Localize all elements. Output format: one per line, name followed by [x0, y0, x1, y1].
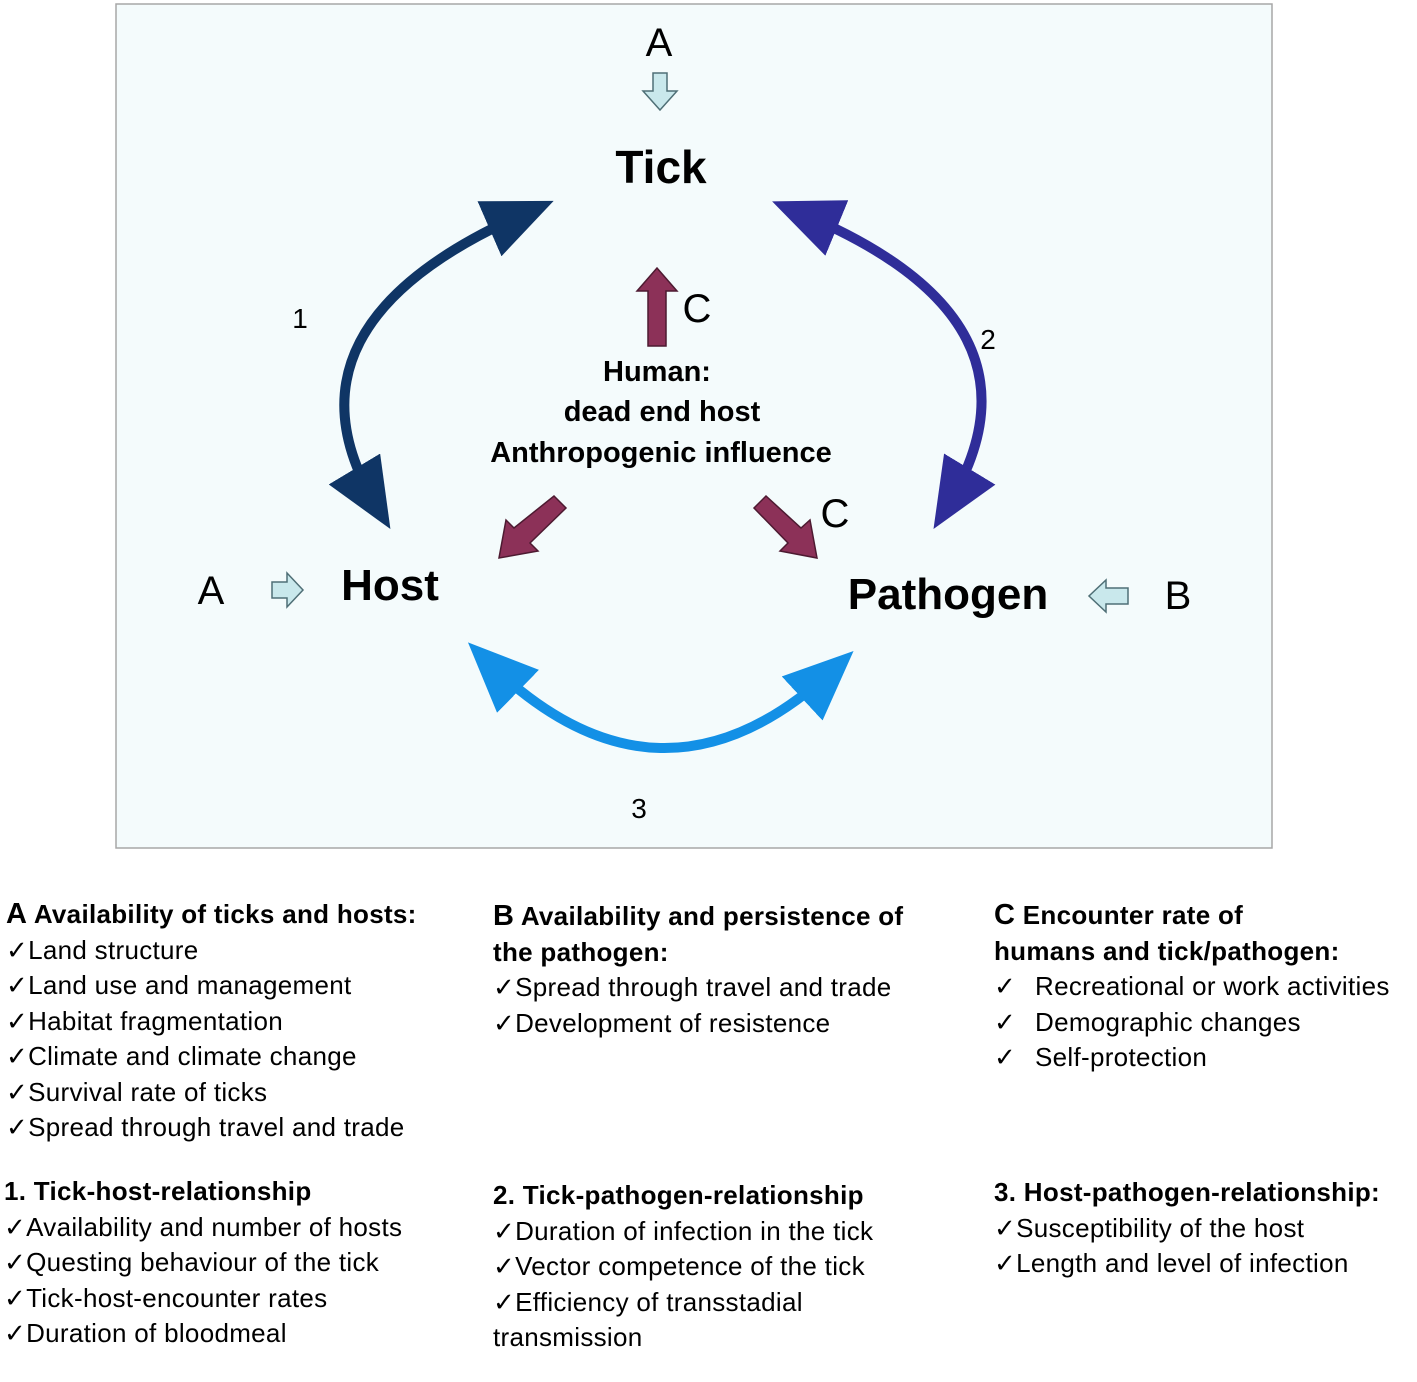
list-item: ✓Vector competence of the tick [493, 1249, 943, 1285]
host-factor-A-label: A [198, 569, 225, 613]
list-item: ✓Climate and climate change [6, 1039, 476, 1075]
check-icon: ✓ [493, 972, 516, 1002]
check-icon: ✓ [6, 1041, 29, 1071]
legend-C-title: C Encounter rate of humans and tick/path… [994, 898, 1404, 969]
check-icon: ✓ [994, 971, 1017, 1001]
legend-A-title: A Availability of ticks and hosts: [6, 897, 476, 933]
check-icon: ✓ [4, 1282, 27, 1313]
legend-B-list: ✓Spread through travel and trade ✓Develo… [493, 970, 968, 1041]
legend-relationship-3: 3. Host-pathogen-relationship: ✓Suscepti… [994, 1175, 1414, 1282]
list-item: ✓Efficiency of transstadial transmission [493, 1286, 803, 1353]
check-icon: ✓ [493, 1215, 516, 1246]
check-icon: ✓ [6, 934, 29, 965]
list-item: ✓Tick-host-encounter rates [4, 1281, 444, 1317]
human-to-tick-C-label: C [683, 287, 712, 331]
legend-relationship-1: 1. Tick-host-relationship ✓Availability … [4, 1174, 444, 1352]
check-icon: ✓ [994, 1212, 1017, 1243]
list-item: ✓Recreational or work activities [994, 969, 1404, 1005]
legend-relationship-2: 2. Tick-pathogen-relationship ✓Duration … [493, 1178, 943, 1356]
check-icon: ✓ [493, 1286, 516, 1317]
check-icon: ✓ [4, 1247, 27, 1277]
tick-host-arrow [328, 200, 554, 530]
host-node-label: Host [341, 561, 439, 610]
human-to-host-arrow [498, 494, 568, 559]
legend-B-title-line-2: the pathogen: [493, 936, 669, 967]
relationship-2-number: 2 [980, 324, 996, 355]
factor-arrow-right-icon [271, 571, 305, 609]
legend-C-list: ✓Recreational or work activities ✓Demogr… [994, 969, 1404, 1076]
legend-relationship-1-list: ✓Availability and number of hosts ✓Quest… [4, 1210, 444, 1352]
list-item: ✓Duration of infection in the tick [493, 1214, 943, 1250]
list-item: ✓Habitat fragmentation [6, 1004, 476, 1040]
tick-factor-A-label: A [646, 21, 673, 65]
legend-relationship-3-title: 3. Host-pathogen-relationship: [994, 1177, 1380, 1207]
relationship-3-number: 3 [631, 793, 647, 824]
human-to-tick-arrow [635, 266, 679, 347]
list-item: ✓Length and level of infection [994, 1246, 1414, 1282]
check-icon: ✓ [994, 1248, 1017, 1278]
human-to-pathogen-arrow [752, 494, 818, 559]
check-icon: ✓ [493, 1007, 516, 1038]
list-item: ✓Spread through travel and trade [6, 1110, 476, 1146]
legend-B-title-line-1: Availability and persistence of [520, 901, 904, 931]
tick-host-pathogen-diagram: Tick Host Pathogen Human: dead end host … [115, 3, 1273, 849]
check-icon: ✓ [994, 1006, 1017, 1037]
tick-pathogen-arrow [772, 200, 996, 529]
legend-C: C Encounter rate of humans and tick/path… [994, 898, 1404, 1076]
list-item: ✓Demographic changes [994, 1005, 1404, 1041]
legend-B-title: B Availability and persistence of the pa… [493, 899, 968, 970]
list-item: ✓Survival rate of ticks [6, 1075, 476, 1111]
pathogen-factor-B-label: B [1165, 574, 1192, 618]
legend-relationship-3-list: ✓Susceptibility of the host ✓Length and … [994, 1211, 1414, 1282]
check-icon: ✓ [4, 1318, 27, 1348]
check-icon: ✓ [6, 970, 29, 1000]
list-item: ✓Spread through travel and trade [493, 970, 968, 1006]
list-item: ✓Susceptibility of the host [994, 1211, 1414, 1247]
relationship-1-number: 1 [292, 303, 308, 334]
legend-A-letter: A [6, 898, 28, 930]
legend-A-title-text: Availability of ticks and hosts: [33, 899, 417, 929]
check-icon: ✓ [6, 1076, 29, 1107]
legend-C-title-line-1: Encounter rate of [1022, 900, 1244, 930]
legend-A-list: ✓Land structure ✓Land use and management… [6, 933, 476, 1146]
legend-B: B Availability and persistence of the pa… [493, 899, 968, 1041]
check-icon: ✓ [4, 1211, 27, 1242]
human-label: Human: [603, 356, 711, 388]
factor-arrow-down-icon [641, 72, 679, 112]
check-icon: ✓ [6, 1005, 29, 1036]
legend-C-letter: C [994, 899, 1016, 931]
list-item: ✓Development of resistence [493, 1006, 968, 1042]
list-item: ✓Self-protection [994, 1040, 1404, 1076]
legend-relationship-1-title: 1. Tick-host-relationship [4, 1176, 312, 1206]
check-icon: ✓ [493, 1251, 516, 1281]
tick-node-label: Tick [615, 141, 707, 193]
check-icon: ✓ [6, 1112, 29, 1142]
legend-C-title-line-2: humans and tick/pathogen: [994, 935, 1340, 966]
list-item: ✓Availability and number of hosts [4, 1210, 444, 1246]
legend-relationship-2-title: 2. Tick-pathogen-relationship [493, 1180, 864, 1210]
check-icon: ✓ [994, 1042, 1017, 1072]
pathogen-node-label: Pathogen [848, 570, 1048, 619]
list-item: ✓Duration of bloodmeal [4, 1316, 444, 1352]
legend-A: A Availability of ticks and hosts: ✓Land… [6, 897, 476, 1146]
host-pathogen-arrow [467, 642, 854, 754]
dead-end-host-label: dead end host [564, 396, 761, 428]
list-item: ✓Land use and management [6, 968, 476, 1004]
human-to-pathogen-C-label: C [821, 492, 850, 536]
anthropogenic-influence-label: Anthropogenic influence [490, 437, 832, 469]
legend-B-letter: B [493, 900, 515, 932]
list-item: ✓Questing behaviour of the tick [4, 1245, 444, 1281]
factor-arrow-left-icon [1087, 578, 1129, 614]
legend-relationship-2-list: ✓Duration of infection in the tick ✓Vect… [493, 1214, 943, 1356]
list-item: ✓Land structure [6, 933, 476, 969]
